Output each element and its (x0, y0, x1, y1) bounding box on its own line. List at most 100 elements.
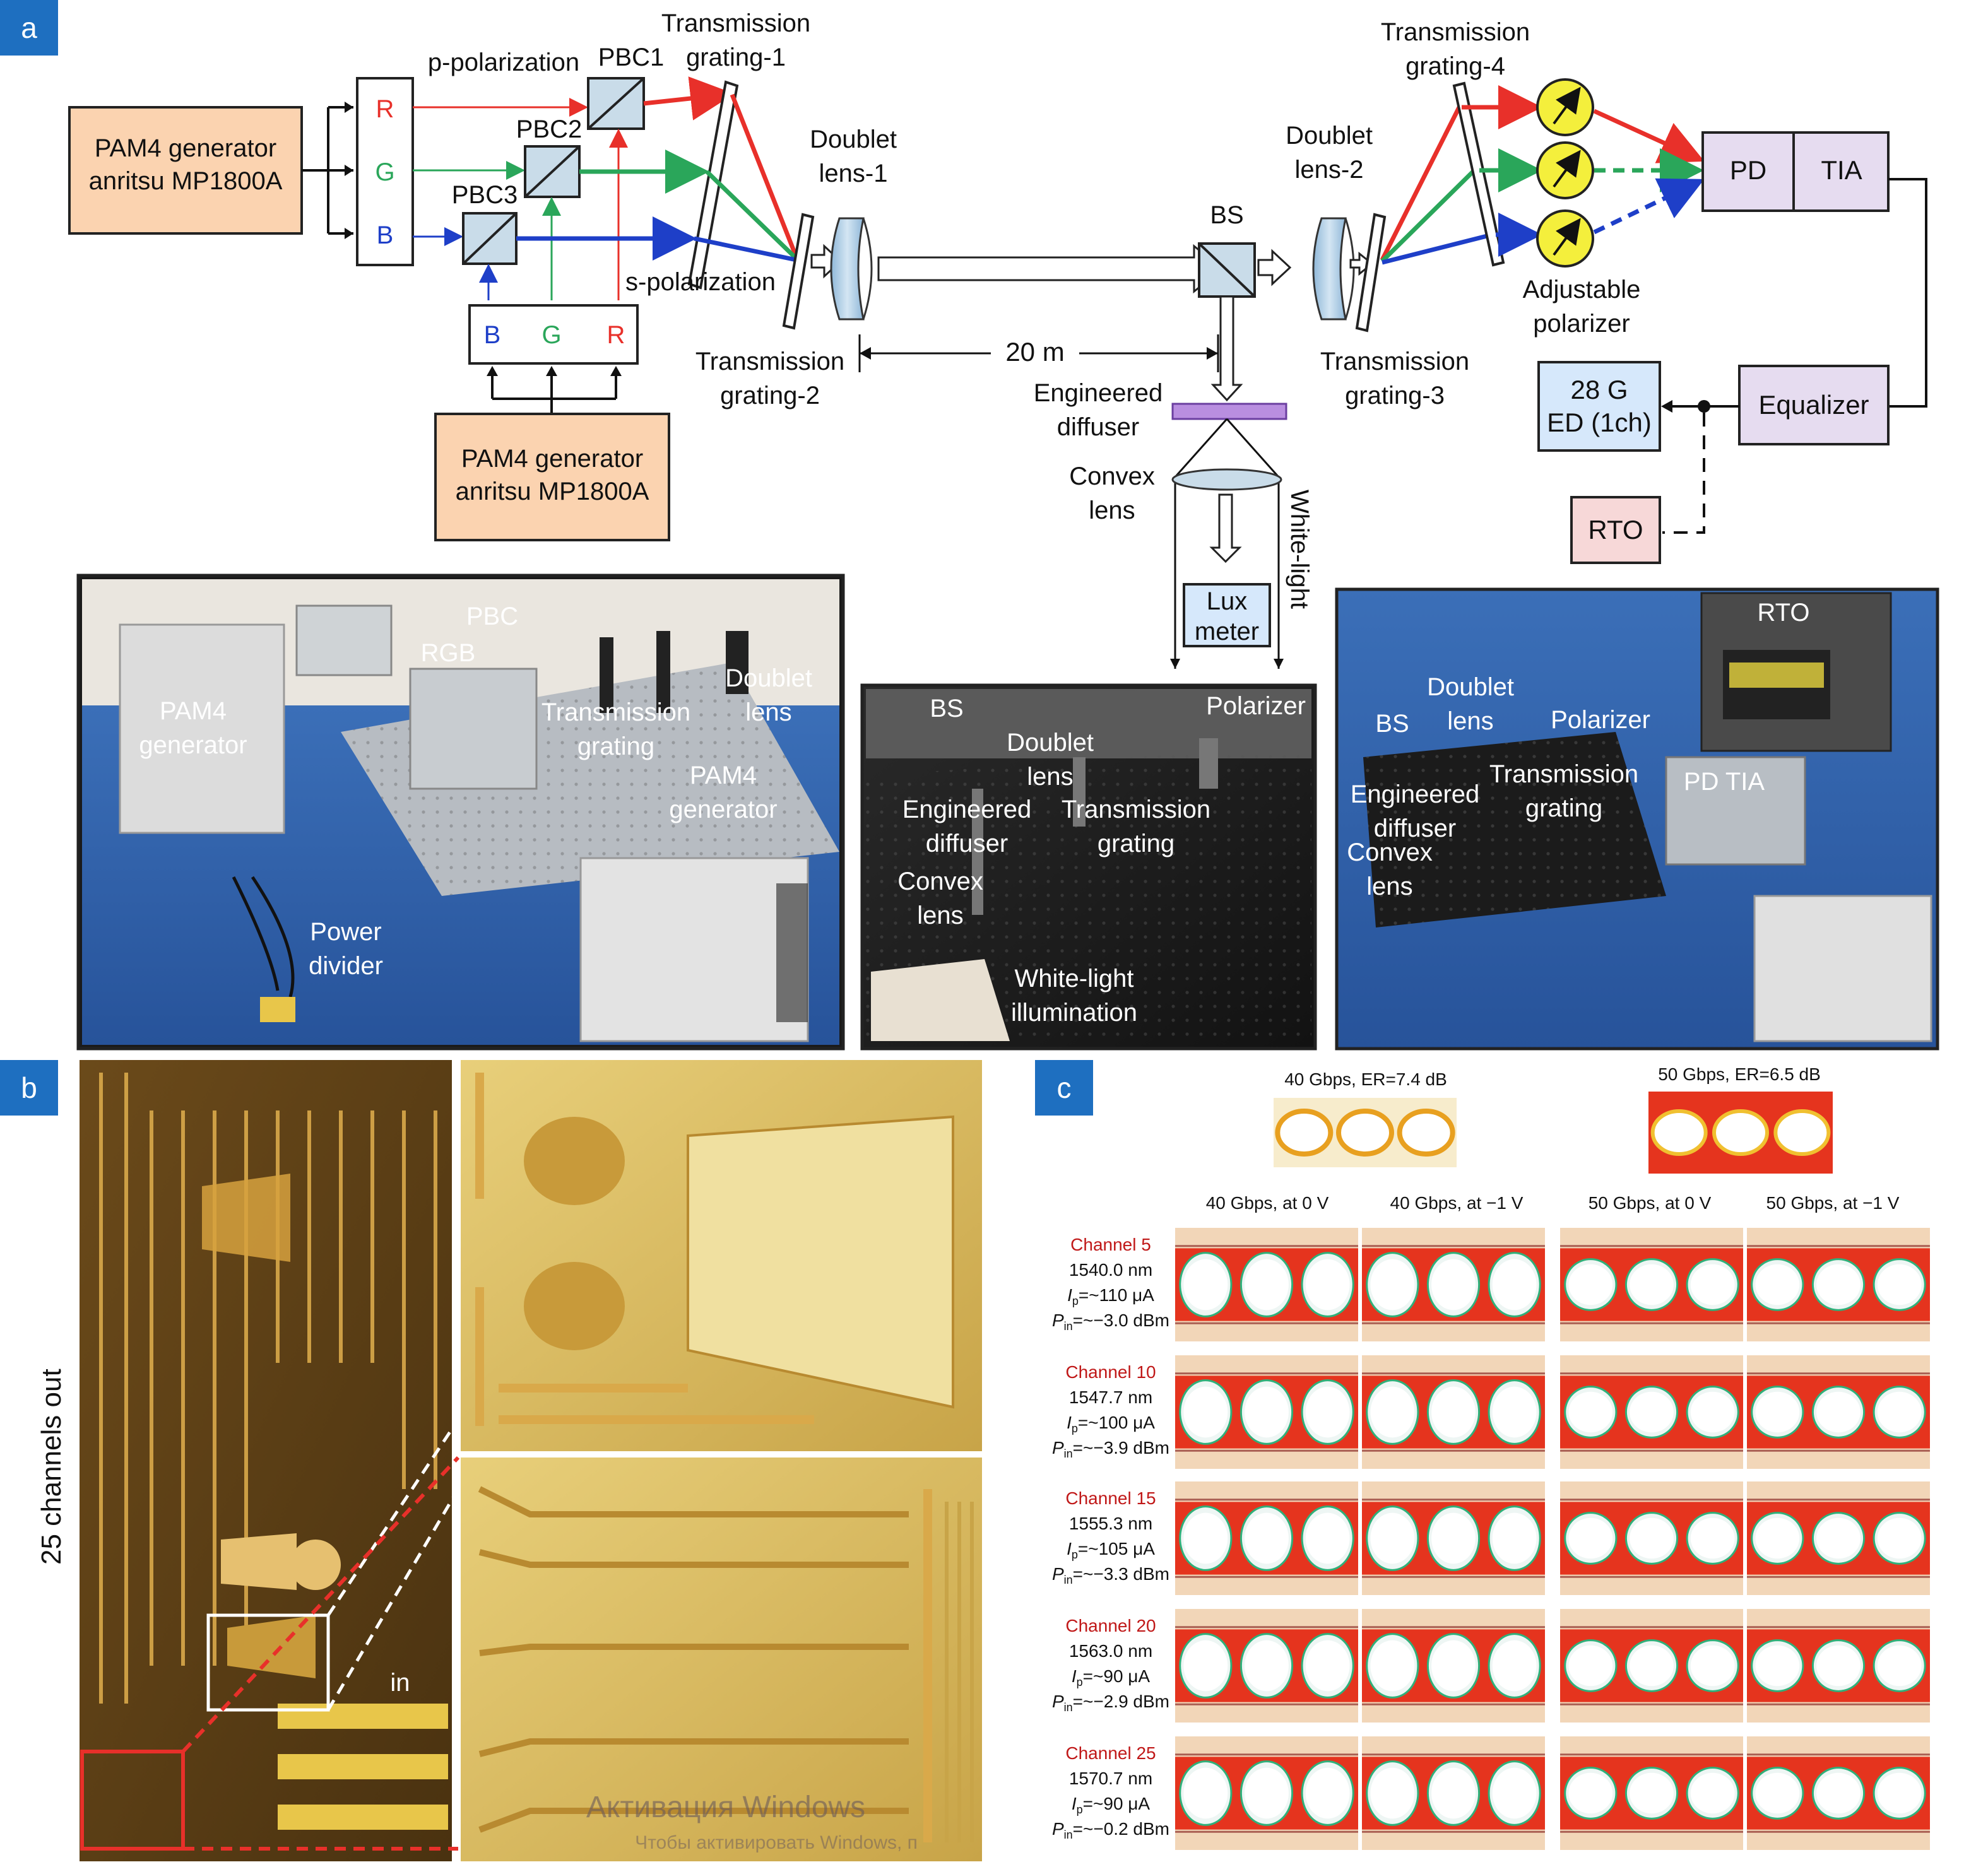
eye-ch4-40g-m1v (1362, 1736, 1545, 1850)
engineered-diffuser (1171, 403, 1287, 420)
transmission-grating-4 (1452, 81, 1505, 267)
photo3-convex-1: Convex (1347, 839, 1433, 866)
grating1-line1: Transmission (661, 9, 810, 37)
os-watermark: Активация Windows (586, 1791, 865, 1824)
gen-top-line2: anritsu MP1800A (89, 167, 283, 195)
photo2-white-1: White-light (1015, 965, 1134, 992)
photo1-grating-1: Transmission (541, 698, 690, 726)
eye-ch3-40g-m1v (1362, 1609, 1545, 1723)
photo2-grating-1: Transmission (1062, 796, 1210, 823)
channel-wl-1: 1547.7 nm (1069, 1387, 1152, 1407)
photo-lab-setup-2: BS Doublet lens Polarizer Engineered dif… (860, 683, 1317, 1051)
rgb-modulator-bottom (468, 304, 639, 365)
channel-name-2: Channel 15 (1065, 1488, 1156, 1508)
zoom-image-bottom (461, 1458, 982, 1861)
doublet1-line2: lens-1 (819, 160, 888, 187)
doublet2-line1: Doublet (1286, 122, 1373, 150)
eye-diagram-grid (1175, 1228, 1930, 1850)
gen-top-line1: PAM4 generator (95, 134, 276, 162)
polarizer-line2: polarizer (1533, 310, 1630, 338)
eye-ch0-40g-0v (1175, 1228, 1358, 1341)
ref-eye-40g (1274, 1098, 1457, 1167)
eye-ch4-40g-0v (1175, 1736, 1358, 1850)
polarizer-line1: Adjustable (1523, 276, 1641, 303)
rgb-top-b: B (377, 221, 394, 249)
eye-ch1-40g-m1v (1362, 1355, 1545, 1469)
photo2-convex-2: lens (917, 902, 963, 929)
free-space-beam (877, 244, 1224, 294)
eye-ch2-50g-m1v (1747, 1481, 1930, 1595)
transmission-grating-3 (1355, 213, 1387, 333)
channel-wl-4: 1570.7 nm (1069, 1769, 1152, 1788)
diffuser-line2: diffuser (1057, 413, 1139, 441)
lux-meter (1183, 583, 1271, 647)
photo2-diffuser-2: diffuser (926, 830, 1008, 857)
eye-ch2-50g-0v (1560, 1481, 1743, 1595)
rgb-bottom-g: G (541, 321, 561, 349)
ed-box (1537, 361, 1661, 452)
eye-ch1-50g-0v (1560, 1355, 1743, 1469)
channel-wl-2: 1555.3 nm (1069, 1514, 1152, 1533)
channel-ip-1: Ip=~100 μA (1067, 1413, 1155, 1435)
channel-name-4: Channel 25 (1065, 1743, 1156, 1763)
bs-label: BS (1210, 201, 1243, 229)
doublet-lens-2 (1312, 217, 1347, 321)
s-polarization-label: s-polarization (625, 268, 776, 296)
photo2-polarizer: Polarizer (1206, 692, 1306, 720)
equalizer-box (1738, 365, 1890, 445)
channel-pin-3: Pin=~−2.9 dBm (1052, 1692, 1169, 1714)
col-header-0: 40 Gbps, at 0 V (1206, 1193, 1329, 1213)
grating1-line2: grating-1 (686, 44, 786, 71)
channel-wl-3: 1563.0 nm (1069, 1641, 1152, 1661)
photo2-diffuser-1: Engineered (902, 796, 1032, 823)
equalizer-label: Equalizer (1758, 390, 1869, 420)
col-header-3: 50 Gbps, at −1 V (1766, 1193, 1900, 1213)
eye-ch4-50g-0v (1560, 1736, 1743, 1850)
rto-label: RTO (1588, 515, 1643, 545)
photo2-doublet-2: lens (1027, 763, 1073, 791)
diffuser-line1: Engineered (1034, 379, 1163, 407)
distance-label: 20 m (1005, 337, 1064, 367)
convex-lens (1171, 468, 1282, 491)
eye-ch1-50g-m1v (1747, 1355, 1930, 1469)
white-light-label: White-light (1286, 490, 1313, 609)
grating4-line1: Transmission (1381, 18, 1530, 46)
panel-c-tag (1035, 1060, 1093, 1116)
reference-eyes (1274, 1092, 1833, 1174)
channel-name-0: Channel 5 (1070, 1235, 1151, 1254)
convex-line2: lens (1089, 497, 1135, 524)
photo3-grating-1: Transmission (1489, 760, 1638, 788)
pd-box (1701, 131, 1795, 212)
side-label: 25 channels out (36, 1369, 67, 1565)
photo1-power-1: Power (310, 918, 381, 946)
ref-eye-50g (1648, 1092, 1833, 1174)
grating3-line2: grating-3 (1345, 382, 1445, 409)
grating4-line2: grating-4 (1405, 52, 1505, 80)
beam-splitter (1198, 242, 1256, 298)
channel-pin-4: Pin=~−0.2 dBm (1052, 1819, 1169, 1841)
photo3-diffuser-2: diffuser (1374, 815, 1456, 842)
channel-wl-0: 1540.0 nm (1069, 1260, 1152, 1280)
adjustable-polarizer-r (1536, 78, 1594, 136)
eye-ch4-50g-m1v (1747, 1736, 1930, 1850)
photo2-convex-1: Convex (897, 868, 983, 895)
panel-c: c 40 Gbps, ER=7.4 dB 50 Gbps, ER=6.5 dB … (1035, 1060, 1930, 1850)
pd-label: PD (1730, 155, 1766, 185)
eye-ch2-40g-0v (1175, 1481, 1358, 1595)
pbc3-label: PBC3 (452, 181, 518, 209)
photo1-pam4-left-1: PAM4 (160, 697, 227, 725)
grating3-line1: Transmission (1320, 348, 1469, 375)
photo3-grating-2: grating (1525, 794, 1602, 822)
rgb-bottom-b: B (484, 321, 501, 349)
channel-name-1: Channel 10 (1065, 1362, 1156, 1382)
p-polarization-label: p-polarization (428, 49, 579, 76)
channel-ip-4: Ip=~90 μA (1072, 1794, 1151, 1816)
transmission-grating-1 (687, 80, 739, 290)
pbc1-label: PBC1 (598, 44, 665, 71)
channel-pin-2: Pin=~−3.3 dBm (1052, 1564, 1169, 1586)
photo1-pam4-right-1: PAM4 (690, 762, 757, 789)
channel-name-3: Channel 20 (1065, 1616, 1156, 1635)
tia-box (1792, 131, 1890, 212)
ed-line1: 28 G (1570, 375, 1628, 404)
rto-box (1570, 496, 1661, 564)
